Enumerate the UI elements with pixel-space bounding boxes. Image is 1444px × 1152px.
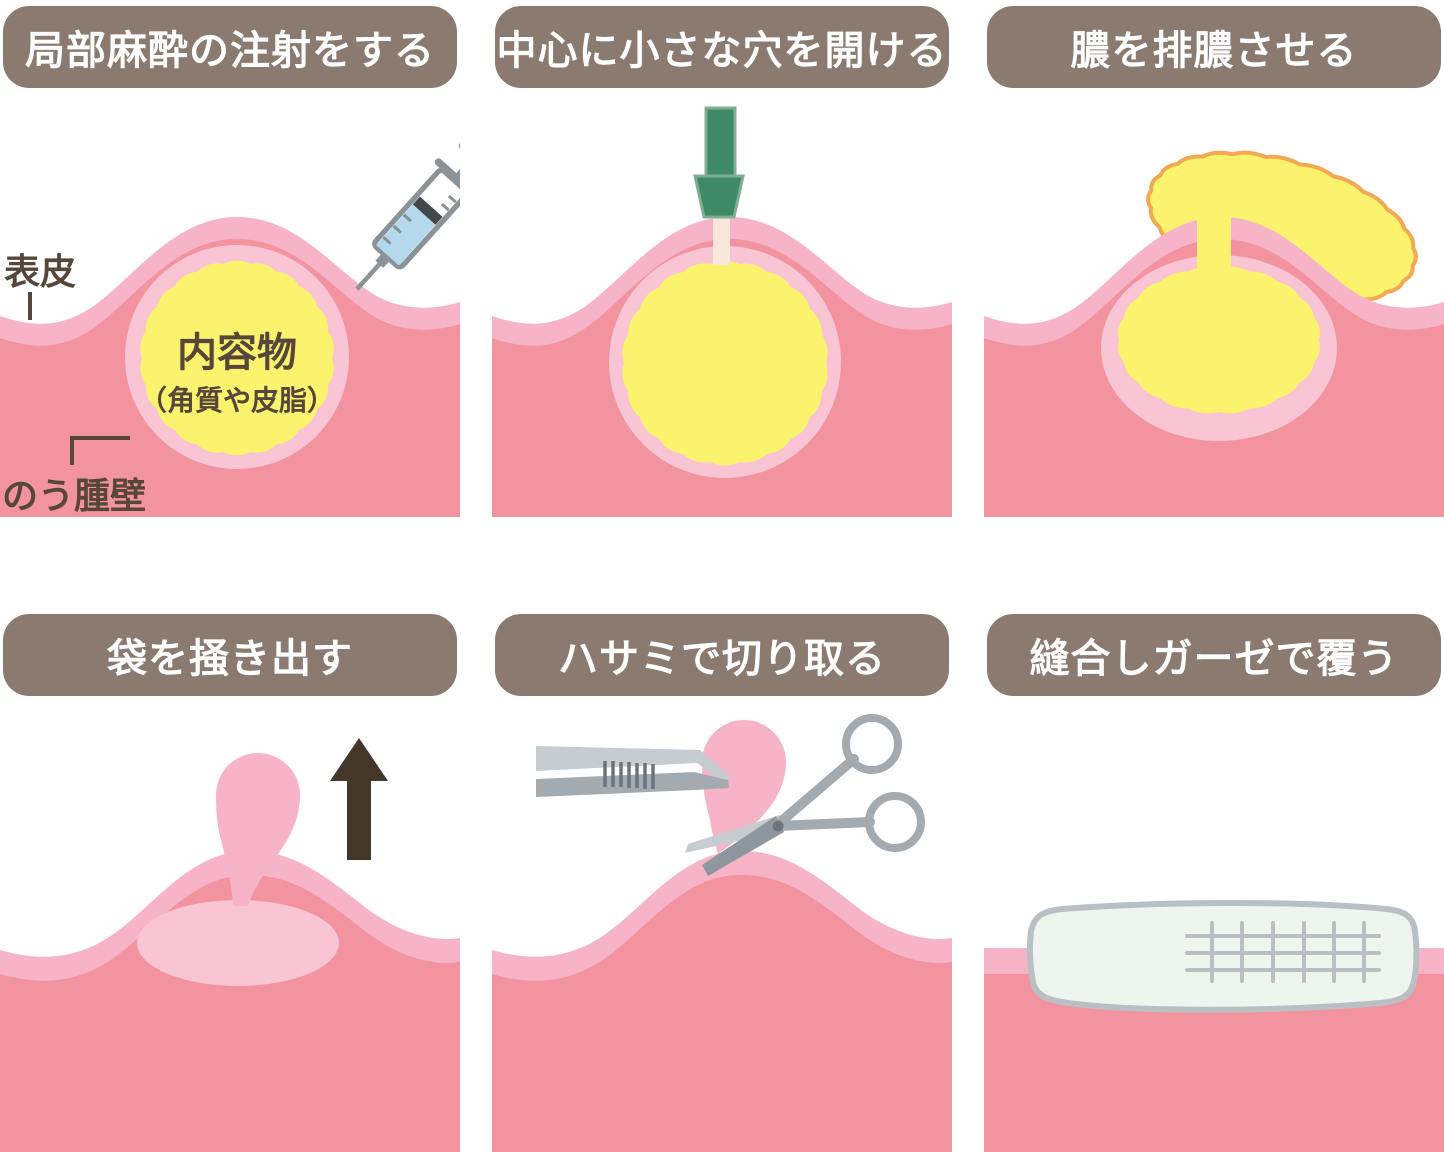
step-6-illustration <box>984 900 1444 1152</box>
cyst-contents <box>1117 266 1321 414</box>
step-3-illustration <box>984 150 1444 517</box>
syringe-liquid <box>376 204 436 266</box>
tweezers-lower-arm <box>536 772 729 797</box>
step-4-illustration <box>0 738 460 1152</box>
gauze-pad <box>1026 900 1420 1013</box>
panel-step-6-gauze: 縫合しガーゼで覆う <box>984 608 1444 1152</box>
panel-step-5-cut: ハサミで切り取る <box>492 608 952 1152</box>
syringe-plunger-seal <box>412 196 443 225</box>
scissors-blade-upper <box>685 815 782 853</box>
empty-cyst-cavity <box>137 900 339 986</box>
scissors-handle-lower <box>772 817 875 831</box>
scissors-icon <box>685 714 925 876</box>
cyst-contents <box>622 260 828 466</box>
gauze-pad-icon <box>1026 900 1420 1013</box>
dermis-layer <box>492 874 952 1152</box>
panel-step-4-scrape: 袋を掻き出す <box>0 608 460 1152</box>
scissors-handle-upper <box>772 754 859 830</box>
step-1-title: 局部麻酔の注射をする <box>3 6 457 88</box>
step-5-title: ハサミで切り取る <box>495 614 949 696</box>
step-1-illustration: 表皮 内容物 （角質や皮脂） のう腫壁 <box>0 142 460 517</box>
gauze-weave-grid <box>1185 921 1381 983</box>
step-5-illustration <box>492 714 952 1152</box>
drainage-channel <box>1197 200 1231 270</box>
arrow-up-icon <box>330 738 388 860</box>
scissors-blade-lower <box>702 816 784 876</box>
panel-step-2-punch: 中心に小さな穴を開ける <box>492 0 952 517</box>
syringe-needle <box>355 261 383 291</box>
tweezers-icon <box>536 746 730 797</box>
cyst-sac-teardrop <box>702 720 786 854</box>
step-2-title: 中心に小さな穴を開ける <box>495 6 949 88</box>
syringe-flange <box>434 158 460 199</box>
step-2-illustration <box>492 106 952 517</box>
punch-handle <box>704 106 737 178</box>
scissors-ring-lower <box>865 792 925 852</box>
punch-blade-shaft <box>713 213 730 265</box>
punch-collar <box>693 174 745 219</box>
step-4-title: 袋を掻き出す <box>3 614 457 696</box>
panel-step-1-anesthesia: 局部麻酔の注射をする 表皮 内容物 （角質や皮脂） のう腫壁 <box>0 0 460 517</box>
step-3-title: 膿を排膿させる <box>987 6 1441 88</box>
panel-step-3-drain: 膿を排膿させる <box>984 0 1444 517</box>
tweezers-upper-arm <box>536 746 730 783</box>
syringe-thumb-pad <box>458 142 460 174</box>
syringe-icon <box>355 142 460 291</box>
tweezers-grip-ridges <box>603 761 655 789</box>
label-cyst-wall: のう腫壁 <box>2 475 146 516</box>
trephine-punch-icon <box>693 106 745 265</box>
cyst-sac-teardrop <box>216 753 300 906</box>
syringe-graduations-upper <box>440 194 457 212</box>
scissors-pivot-screw <box>772 820 784 832</box>
scissors-ring-upper <box>842 714 902 774</box>
syringe-graduations-lower <box>382 213 413 245</box>
cyst-contents <box>140 260 334 456</box>
dermis-layer <box>0 874 460 1152</box>
label-contents: 内容物 <box>177 331 297 375</box>
step-6-title: 縫合しガーゼで覆う <box>987 614 1441 696</box>
cyst-wall-pointer-line <box>70 436 130 465</box>
label-contents-sub: （角質や皮脂） <box>139 384 335 416</box>
label-epidermis: 表皮 <box>4 251 76 292</box>
